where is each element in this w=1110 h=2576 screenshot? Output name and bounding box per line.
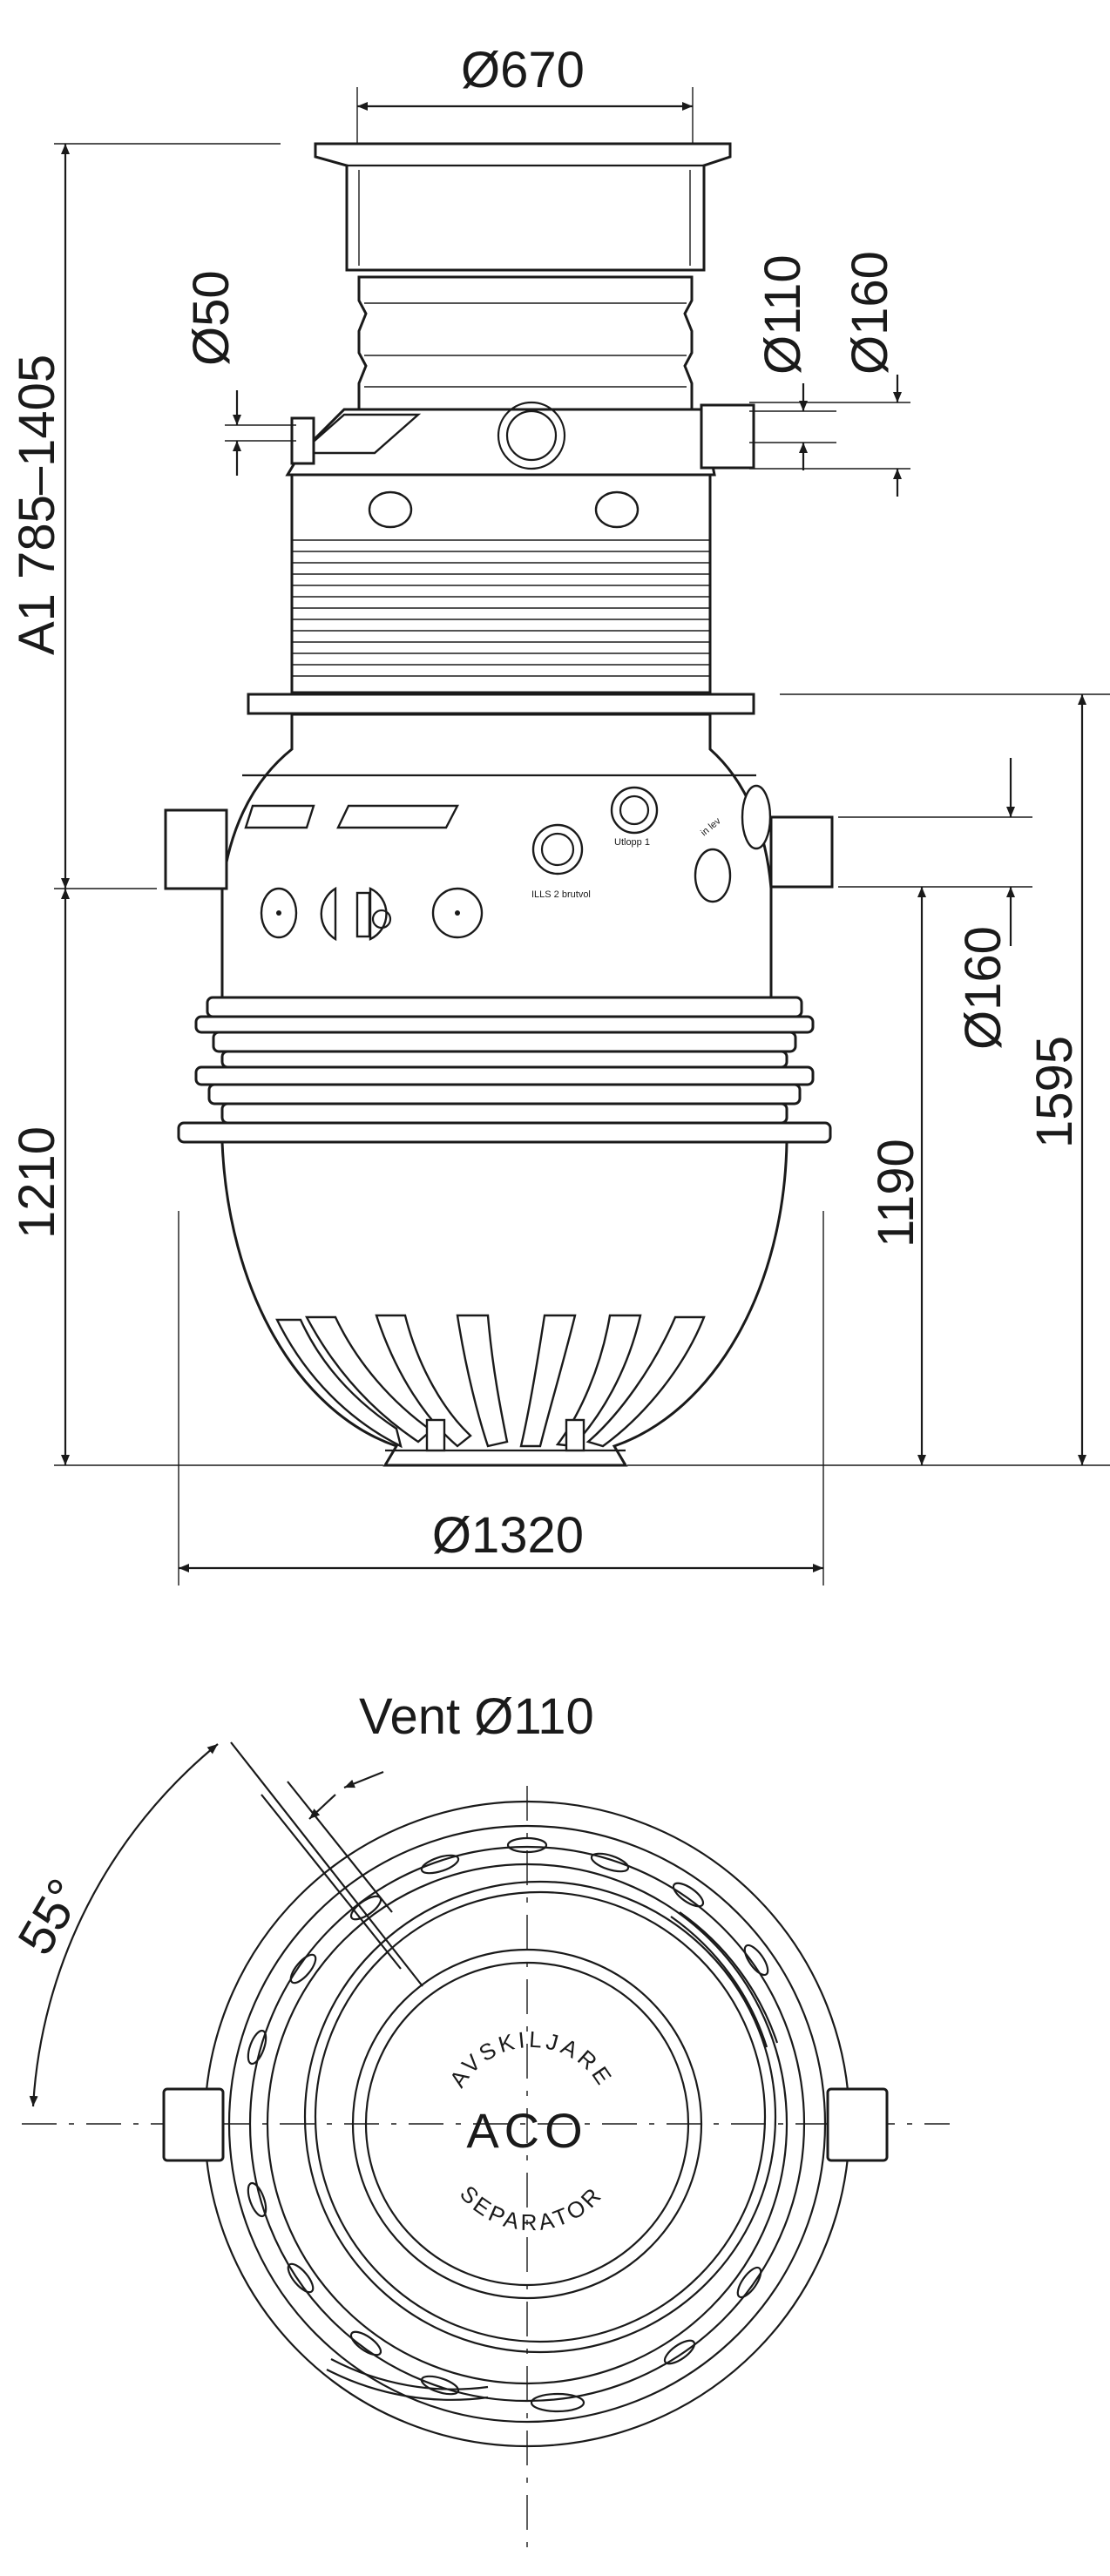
label-vent: Vent Ø110 [359,1688,594,1745]
label-height-range: A1 785–1405 [9,355,65,655]
corrugated-band [177,996,832,1144]
lid-outer [351,1948,703,2300]
label-inlet-height: 1210 [9,1126,65,1239]
label-outlet-height: 1190 [868,1139,924,1247]
label-outlet: Ø160 [955,926,1012,1050]
extension-shoulder [285,401,755,477]
svg-text:ILLS 2 brutvol: ILLS 2 brutvol [531,889,591,900]
inlet-pipe [164,808,228,890]
dimension-labels: Ø670 Ø50 Ø110 Ø160 A1 785–1405 Ø160 1595… [9,42,1083,1564]
lid-inner [364,1961,690,2287]
label-angle: 55° [7,1869,94,1964]
label-vent-small: Ø50 [183,270,240,366]
label-tank-diameter: Ø1320 [432,1507,584,1564]
lid-brand: ACO [466,2103,587,2158]
tank-body: ILLS 2 brutvol Utlopp 1 in lev [164,713,834,999]
lid-text-bottom: SEPARATOR [455,2180,608,2235]
label-total-height: 1595 [1026,1036,1083,1148]
label-inlet-b: Ø160 [842,251,898,375]
top-cover [314,142,732,272]
riser-ribs [292,539,710,677]
label-inlet-a: Ø110 [755,254,811,375]
bottom-dome [220,1140,789,1467]
plan-view: AVSKILJARE ACO SEPARATOR Vent Ø110 55° [7,1688,950,2552]
ring-slots [247,1836,769,2413]
plan-inlet-stub [162,2087,225,2162]
svg-text:Utlopp 1: Utlopp 1 [614,837,650,848]
dimension-lines [54,87,1110,1585]
tank-collar [247,693,755,715]
telescopic-neck [357,275,694,411]
plan-outlet-stub [826,2087,889,2162]
outlet-pipe [769,815,834,889]
side-elevation: ILLS 2 brutvol Utlopp 1 in lev [164,142,834,1467]
angle-arc [29,1743,219,2107]
ribbed-riser [290,473,712,694]
lid-text-top: AVSKILJARE [444,2026,619,2093]
label-top-diameter: Ø670 [461,42,585,98]
